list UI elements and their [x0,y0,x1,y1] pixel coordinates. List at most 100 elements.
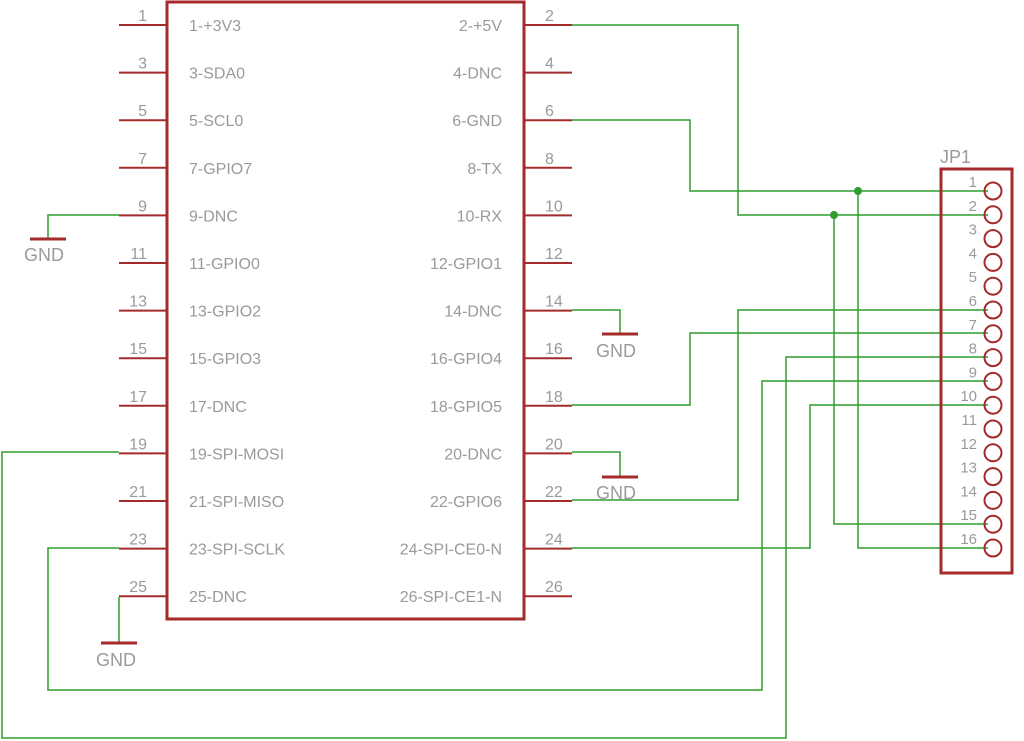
jp1-pin-pad [983,490,1003,510]
header-pin-number: 19 [129,436,147,453]
jp1-pin-number: 5 [969,269,977,286]
jp1-pin-number: 10 [960,388,977,405]
header-pin-name: 24-SPI-CE0-N [400,542,502,559]
header-pin-name: 10-RX [457,208,503,225]
jp1-pin-number: 1 [969,174,977,191]
header-pin-name: 15-GPIO3 [189,351,261,368]
header-pin-name: 7-GPIO7 [189,161,252,178]
jp1-title: JP1 [940,147,971,167]
header-pin-number: 18 [545,389,563,406]
header-pin-name: 11-GPIO0 [189,256,260,273]
gnd-symbol-pin20: GND [596,475,638,503]
header-pin-name: 14-DNC [444,304,502,321]
header-pin-name: 18-GPIO5 [430,399,502,416]
jp1-pin-number: 11 [961,412,977,429]
wire-spi-ce0 [572,404,988,549]
header-pin-number: 5 [138,103,147,120]
wire-jp1-2-to-15 [833,215,988,525]
jp1-pin-number: 13 [960,460,977,477]
header-pin-name: 17-DNC [189,399,247,416]
svg-text:GND: GND [596,341,636,361]
header-pin-number: 15 [129,341,147,358]
header-pin-number: 3 [138,56,147,73]
jp1-pin-pad [983,181,1003,201]
jp1-pin-number: 4 [969,245,977,262]
header-pin-name: 5-SCL0 [189,113,243,130]
header-pin-name: 26-SPI-CE1-N [400,589,502,606]
wire-gpio6 [572,309,988,501]
jp1-pin-number: 15 [960,507,977,524]
wire-spi-sclk [47,380,988,691]
gnd-symbol-left-top: GND [24,237,66,265]
header-pin-name: 8-TX [467,161,502,178]
jp1-pin-pad [983,348,1003,368]
jp1-pin-number: 12 [960,436,977,453]
header-pin-number: 23 [129,532,147,549]
wire-spi-mosi [1,356,988,739]
jp1-pin-pad [983,514,1003,534]
wire-5v [572,24,988,216]
header-pin-name: 16-GPIO4 [430,351,502,368]
jp1-pin-pad [983,443,1003,463]
header-pin-name: 20-DNC [444,446,502,463]
wire-pin9-gnd [47,214,119,238]
header-pin-name: 1-+3V3 [189,18,241,35]
jp1-pin-number: 2 [969,198,977,215]
header-pin-name: 12-GPIO1 [430,256,502,273]
jp1-pin-number: 16 [960,531,977,548]
header-pin-name: 4-DNC [453,66,502,83]
wire-pin14-gnd [572,309,621,333]
jp1-body [939,167,1014,575]
jp1-pin-pad [983,229,1003,249]
header-pin-name: 6-GND [452,113,502,130]
header-pin-number: 16 [545,341,563,358]
jp1-pin-pad [983,324,1003,344]
header-pin-name: 22-GPIO6 [430,494,502,511]
jp1-pin-pad [983,467,1003,487]
jp1-pin-number: 7 [969,317,977,334]
header-pin-name: 21-SPI-MISO [189,494,284,511]
jp1-pin-number: 6 [969,293,977,310]
wire-pin20-gnd [572,451,621,476]
wires [1,24,988,739]
jp1-pin-number: 14 [960,483,977,500]
header-pins: 11-+3V333-SDA055-SCL077-GPIO799-DNC1111-… [119,8,572,606]
gnd-symbol-pin14: GND [596,332,638,361]
header-pin-number: 2 [545,8,554,25]
header-pin-number: 6 [545,103,554,120]
wire-gpio5 [572,332,988,406]
header-pin-name: 2-+5V [459,18,502,35]
header-pin-name: 13-GPIO2 [189,304,261,321]
header-pin-number: 24 [545,532,563,549]
jp1-pin-pad [983,300,1003,320]
jp1-pin-pad [983,371,1003,391]
jp1-pin-number: 8 [969,341,977,358]
svg-text:GND: GND [24,245,64,265]
header-pin-number: 4 [545,56,554,73]
header-pin-number: 22 [545,484,563,501]
header-pin-number: 26 [545,579,563,596]
header-pin-name: 9-DNC [189,208,238,225]
jp1-pin-number: 3 [969,222,977,239]
header-pin-number: 12 [545,246,563,263]
header-pin-name: 19-SPI-MOSI [189,446,284,463]
header-pin-number: 20 [545,436,563,453]
jp1-pin-number: 9 [969,364,977,381]
header-pin-number: 11 [130,246,147,263]
header-pin-number: 8 [545,151,554,168]
jp1-pin-pad [983,276,1003,296]
jp1-pin-pad [983,205,1003,225]
header-pin-number: 25 [129,579,147,596]
header-pin-name: 23-SPI-SCLK [189,542,285,559]
junction-dot [830,211,838,219]
svg-text:GND: GND [96,650,136,670]
header-pin-number: 21 [129,484,147,501]
jp1-pin-pad [983,419,1003,439]
svg-text:GND: GND [596,483,636,503]
jp1-pin-pad [983,252,1003,272]
gnd-symbol-pin25: GND [96,641,137,670]
header-pin-name: 3-SDA0 [189,66,245,83]
header-pin-number: 9 [138,198,147,215]
